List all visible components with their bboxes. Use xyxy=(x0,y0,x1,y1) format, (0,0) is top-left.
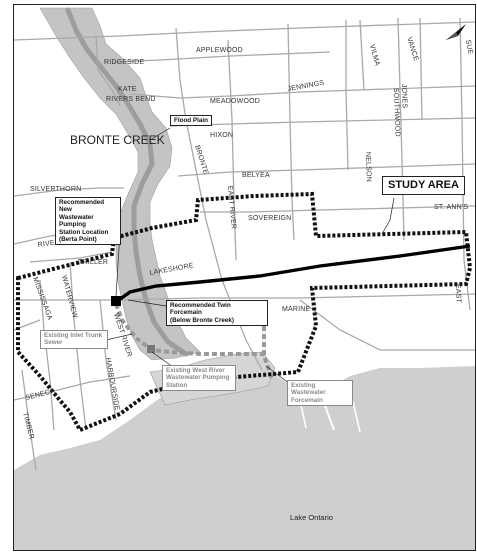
street-label-east: EAST xyxy=(454,284,462,304)
street-label-meadowood: MEADOWOOD xyxy=(210,98,260,105)
street-label-timber: TIMBER xyxy=(21,412,35,441)
street-label-vilma: VILMA xyxy=(368,44,380,67)
recommended-twin-forcemain-callout: Recommended Twin Forcemain (Below Bronte… xyxy=(166,300,268,327)
flood-plain-text: Flood Plain xyxy=(174,117,208,124)
inlet-line-2: Sewer xyxy=(44,339,63,347)
existing-forcemain-line-1: Existing Wastewater xyxy=(291,382,326,397)
street-label-st-anns: ST. ANN'S xyxy=(434,204,468,211)
lake-ontario-water xyxy=(14,366,475,550)
existing-forcemain-line xyxy=(262,326,274,379)
street-label-east-river: EAST RIVER xyxy=(226,186,237,230)
street-label-rivers-bend: RIVERS BEND xyxy=(106,96,156,103)
street-label-bronte: BRONTE xyxy=(193,144,209,175)
street-label-applewood: APPLEWOOD xyxy=(196,47,243,54)
recommended-twin-forcemain xyxy=(115,244,471,304)
street-label-southwood: SOUTHWOOD xyxy=(392,88,401,137)
pumping-station-line-2: Wastewater Pumping xyxy=(59,213,94,229)
street-label-ridgeside: RIDGESIDE xyxy=(104,59,144,66)
street-label-harbourside: HARBOURSIDE xyxy=(104,357,120,411)
forcemain-line-2: (Below Bronte Creek) xyxy=(170,316,235,324)
pumping-station-line-3: Station Location xyxy=(59,228,109,236)
existing-west-river-pumping-station-callout: Existing West River Wastewater Pumping S… xyxy=(162,365,236,392)
street-label-vance: VANCE xyxy=(405,36,419,62)
west-river-station-line-2: Wastewater Pumping xyxy=(166,374,230,382)
pumping-station-line-4: (Berta Point) xyxy=(59,236,97,244)
north-arrow-icon xyxy=(446,24,466,40)
street-label-sovereign: SOVEREIGN xyxy=(248,215,291,222)
street-label-waterview: WATERVIEW xyxy=(60,275,78,320)
existing-inlet-trunk-sewer xyxy=(114,303,264,356)
existing-west-river-pumping-station xyxy=(147,345,155,353)
existing-wastewater-forcemain-callout: Existing Wastewater Forcemain xyxy=(287,380,353,407)
street-network xyxy=(14,17,475,471)
study-area-callout: STUDY AREA xyxy=(382,176,465,195)
west-river-station-line-1: Existing West River xyxy=(166,367,225,374)
existing-forcemain-line-2: Forcemain xyxy=(291,396,323,404)
existing-inlet-trunk-sewer-callout: Existing Inlet Trunk Sewer xyxy=(40,330,108,349)
west-river-station-line-3: Station xyxy=(166,381,188,389)
bronte-creek-label: BRONTE CREEK xyxy=(70,133,165,147)
flood-plain-callout: Flood Plain xyxy=(170,115,212,127)
street-label-silverthorn: SILVERTHORN xyxy=(30,186,81,193)
inlet-line-1: Existing Inlet Trunk xyxy=(44,332,103,339)
street-label-marine: MARINE xyxy=(282,306,311,313)
forcemain-line-1: Recommended Twin Forcemain xyxy=(170,302,231,317)
street-label-kate: KATE xyxy=(118,86,137,93)
pier-line xyxy=(351,397,361,433)
street-label-belyea: BELYEA xyxy=(242,172,270,179)
street-label-sue: SUE xyxy=(464,39,474,55)
study-area-boundary xyxy=(16,191,473,433)
recommended-pumping-station-callout: Recommended New Wastewater Pumping Stati… xyxy=(55,197,121,246)
street-label-hixon: HIXON xyxy=(210,132,233,139)
recommended-pumping-station-marker xyxy=(111,296,121,306)
street-label-triller: TRILLER xyxy=(78,259,108,266)
lake-ontario-label: Lake Ontario xyxy=(290,513,333,522)
pumping-station-line-1: Recommended New xyxy=(59,199,105,214)
street-label-nelson: NELSON xyxy=(364,152,372,182)
street-label-jones: JONES xyxy=(400,84,408,109)
study-area-text: STUDY AREA xyxy=(388,179,459,191)
